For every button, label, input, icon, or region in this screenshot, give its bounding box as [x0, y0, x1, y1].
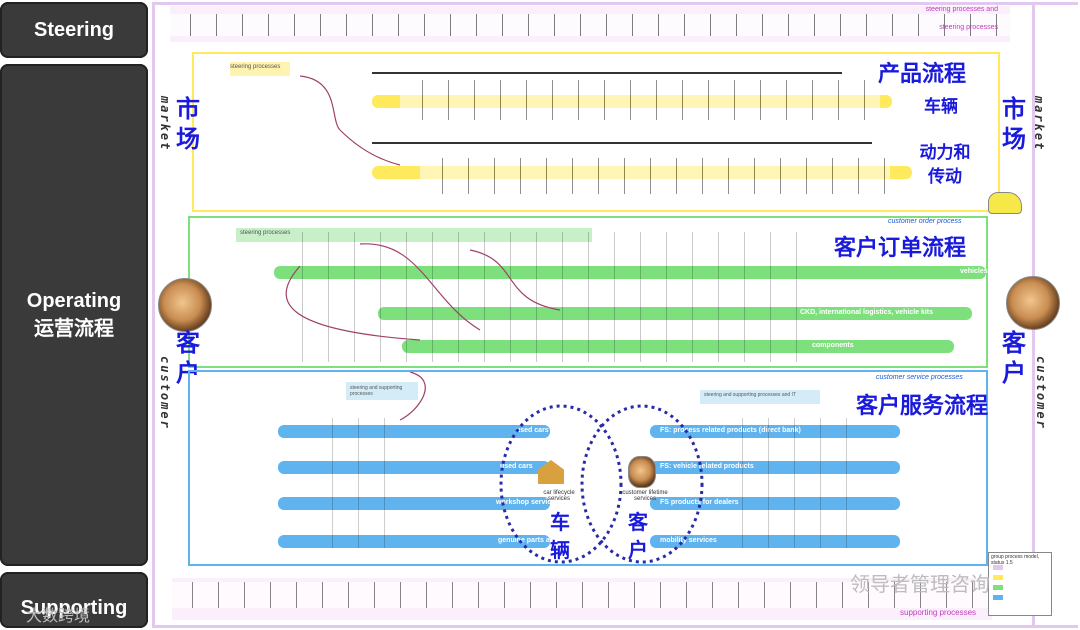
- service-lane-left-2-label: used cars: [500, 463, 533, 470]
- order-boxes: [280, 232, 800, 362]
- service-lane-left-1: [278, 425, 550, 438]
- customer-avatar-left: [158, 278, 212, 332]
- service-lane-left-2: [278, 461, 550, 474]
- product-title: 产品流程: [878, 62, 967, 87]
- product-boxes-upper: [400, 80, 880, 120]
- service-lane-left-4: [278, 535, 550, 548]
- service-title: 客户服务流程: [856, 394, 989, 419]
- service-boxes-right: [720, 418, 870, 548]
- product-steering-label: steering processes: [230, 64, 281, 70]
- legend-swatch-3: [993, 585, 1003, 590]
- sidebar-operating-cn: 运营流程: [34, 318, 114, 340]
- service-lane-left-1-label: used cars: [516, 427, 549, 434]
- steering-top-label2: steering processes: [939, 24, 998, 31]
- supporting-row: supporting processes: [172, 578, 992, 620]
- service-vehicle-cn: 车辆: [550, 510, 570, 562]
- product-steering: [230, 62, 290, 76]
- order-lane-vehicles-label: vehicles: [960, 268, 988, 275]
- service-lane-right-4-label: mobility services: [660, 537, 717, 544]
- sidebar-operating[interactable]: Operating 运营流程: [0, 64, 148, 566]
- steering-row-top: steering processes and steering processe…: [170, 6, 1010, 42]
- sidebar-supporting-label: Supporting: [20, 597, 128, 619]
- order-en-label: customer order process: [888, 218, 962, 225]
- order-title: 客户订单流程: [834, 236, 967, 261]
- service-steering-band-right: [700, 390, 820, 404]
- sidebar-operating-label: Operating: [26, 290, 122, 312]
- legend-swatch-4: [993, 595, 1003, 600]
- order-steering-band: [236, 228, 592, 242]
- service-lane-right-1: [650, 425, 900, 438]
- supporting-label: supporting processes: [900, 608, 977, 617]
- order-lane-ckd-label: CKD, international logistics, vehicle ki…: [800, 309, 934, 316]
- car-icon: [988, 192, 1022, 214]
- product-vehicle-label: 车辆: [924, 97, 958, 117]
- service-lane-right-3: [650, 497, 900, 510]
- sidebar-steering[interactable]: Steering: [0, 2, 148, 58]
- service-steering-band-left: [346, 382, 418, 400]
- sidebar-steering-label: Steering: [33, 19, 115, 41]
- service-lane-right-2-label: FS: vehicle related products: [660, 463, 754, 470]
- watermark-left: 大数跨境: [26, 606, 91, 625]
- service-steering-label-right: steering and supporting processes and IT: [704, 392, 796, 398]
- sidebar-supporting[interactable]: Supporting: [0, 572, 148, 628]
- product-flow-line-2: [372, 142, 872, 144]
- service-lane-right-4: [650, 535, 900, 548]
- product-boxes-lower: [420, 158, 890, 194]
- service-steering-label-left: steering and supporting processes: [350, 385, 403, 397]
- service-process-panel: [188, 370, 988, 566]
- legend-title: group process model, status 1.5: [991, 554, 1040, 566]
- customer-en-left: customer: [158, 356, 172, 430]
- customer-en-right: customer: [1034, 356, 1048, 430]
- order-steering-label: steering processes: [240, 230, 291, 236]
- steering-boxes-top: [170, 14, 1010, 36]
- service-en-label: customer service processes: [876, 374, 963, 381]
- legend: group process model, status 1.5: [988, 552, 1052, 616]
- market-label-left: 市场: [176, 95, 200, 153]
- market-en-right: market: [1032, 96, 1046, 152]
- customer-label-left: 客户: [176, 329, 200, 387]
- service-lane-left-3: [278, 497, 550, 510]
- market-label-right: 市场: [1002, 95, 1026, 153]
- service-customer-cn: 客户: [628, 510, 648, 562]
- order-lane-components-label: components: [812, 342, 854, 349]
- supporting-boxes: [172, 582, 992, 608]
- legend-swatch-1: [993, 565, 1003, 570]
- service-lane-right-1-label: FS: process related products (direct ban…: [660, 427, 801, 434]
- car-lifecycle-label: car lifecycle services: [543, 490, 575, 502]
- service-lane-right-2: [650, 461, 900, 474]
- customer-lifetime-avatar: [628, 456, 656, 488]
- customer-lifetime-label: customer lifetime services: [622, 490, 668, 502]
- product-powertrain-label: 动力和传动: [919, 143, 971, 187]
- service-boxes-left: [310, 418, 410, 548]
- customer-avatar-right: [1006, 276, 1060, 330]
- customer-label-right: 客户: [1002, 329, 1026, 387]
- watermark-right: 领导者管理咨询: [850, 572, 990, 596]
- order-lane-components: [402, 340, 954, 353]
- legend-swatch-2: [993, 575, 1003, 580]
- product-flow-line-1: [372, 72, 842, 74]
- market-en-left: market: [158, 96, 172, 152]
- steering-top-label: steering processes and: [925, 6, 998, 13]
- product-process-panel: [192, 52, 1000, 212]
